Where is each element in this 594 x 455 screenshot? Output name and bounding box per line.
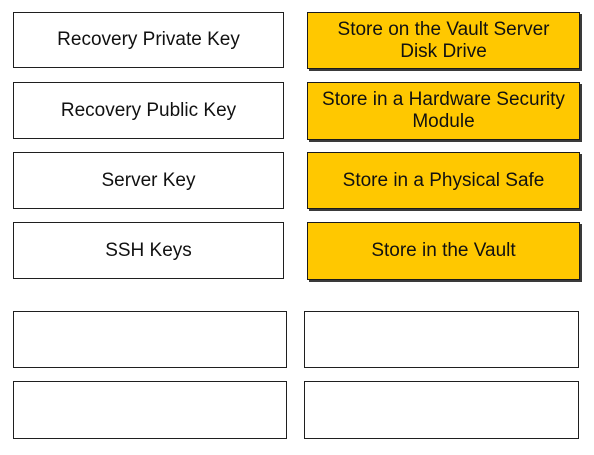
empty-drop-slot-right[interactable]	[304, 311, 579, 368]
empty-drop-slot-left[interactable]	[13, 381, 287, 439]
storage-option-line1: Store in a Physical Safe	[342, 169, 545, 191]
key-item-recovery-private-key[interactable]: Recovery Private Key	[13, 12, 284, 68]
key-item-recovery-public-key[interactable]: Recovery Public Key	[13, 82, 284, 139]
storage-option-line2: Module	[412, 111, 475, 132]
storage-option-vault[interactable]: Store in the Vault	[307, 222, 580, 280]
empty-drop-slot-right[interactable]	[304, 381, 579, 439]
key-item-label: SSH Keys	[105, 239, 192, 261]
storage-option-hsm[interactable]: Store in a Hardware Security Module	[307, 82, 580, 140]
key-item-label: Recovery Private Key	[57, 29, 240, 50]
key-item-label: Server Key	[101, 169, 196, 191]
storage-option-text: Store in a Hardware Security Module	[322, 89, 565, 133]
empty-drop-slot-left[interactable]	[13, 311, 287, 368]
storage-option-text: Store on the Vault Server Disk Drive	[338, 19, 550, 63]
storage-option-line1: Store in a Hardware Security	[322, 89, 565, 110]
storage-option-physical-safe[interactable]: Store in a Physical Safe	[307, 152, 580, 209]
storage-option-line2: Disk Drive	[400, 40, 487, 62]
key-item-label: Recovery Public Key	[60, 99, 237, 121]
storage-option-line1: Store in the Vault	[371, 240, 516, 261]
key-item-ssh-keys[interactable]: SSH Keys	[13, 222, 284, 279]
key-item-server-key[interactable]: Server Key	[13, 152, 284, 209]
storage-option-line1: Store on the Vault Server	[337, 18, 550, 40]
storage-option-vault-server-disk[interactable]: Store on the Vault Server Disk Drive	[307, 12, 580, 69]
